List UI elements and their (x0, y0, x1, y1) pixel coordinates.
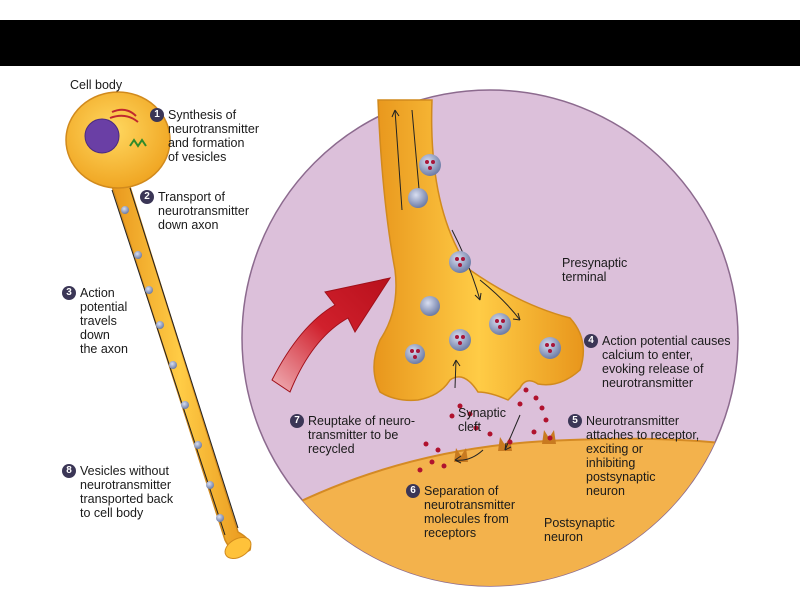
title-bar (0, 20, 800, 66)
step-number: 1 (150, 108, 164, 122)
step-number: 2 (140, 190, 154, 204)
step-5: 5 Neurotransmitter attaches to receptor,… (568, 414, 699, 498)
step-number: 8 (62, 464, 76, 478)
step-number: 6 (406, 484, 420, 498)
step-6: 6 Separation of neurotransmitter molecul… (406, 484, 515, 540)
step-3: 3 Action potential travels down the axon (62, 286, 128, 356)
step-text: Vesicles without neurotransmitter transp… (80, 464, 174, 520)
step-text: Separation of neurotransmitter molecules… (424, 484, 516, 540)
step-2: 2 Transport of neurotransmitter down axo… (140, 190, 249, 232)
axon-vesicles (121, 206, 224, 522)
step-number: 5 (568, 414, 582, 428)
step-text: Neurotransmitter attaches to receptor, e… (586, 414, 700, 498)
step-text: Transport of neurotransmitter down axon (158, 190, 250, 232)
magnification-arrow (271, 277, 392, 393)
vesicles (405, 154, 561, 364)
step-text: Action potential travels down the axon (80, 286, 128, 356)
step-4: 4 Action potential causes calcium to ent… (584, 334, 731, 390)
neurotransmitter-molecules (417, 387, 553, 473)
cell-body-label: Cell body (70, 78, 123, 92)
step-number: 7 (290, 414, 304, 428)
step-number: 4 (584, 334, 598, 348)
diagram-illustration (65, 89, 739, 587)
neurotransmitter-diagram: Cell body Presynaptic terminal Synaptic … (50, 70, 750, 590)
presynaptic-terminal-label: Presynaptic terminal (562, 256, 628, 284)
synaptic-cleft-label: Synaptic cleft (458, 406, 506, 434)
step-7: 7 Reuptake of neuro- transmitter to be r… (290, 414, 415, 456)
receptor (542, 430, 556, 444)
step-8: 8 Vesicles without neurotransmitter tran… (62, 464, 173, 520)
step-1: 1 Synthesis of neurotransmitter and form… (150, 108, 259, 164)
step-number: 3 (62, 286, 76, 300)
step-text: Synthesis of neurotransmitter and format… (168, 108, 260, 164)
postsynaptic-neuron-label: Postsynaptic neuron (544, 516, 615, 544)
nucleus (84, 118, 120, 154)
step-text: Action potential causes calcium to enter… (602, 334, 731, 390)
step-text: Reuptake of neuro- transmitter to be rec… (308, 414, 416, 456)
